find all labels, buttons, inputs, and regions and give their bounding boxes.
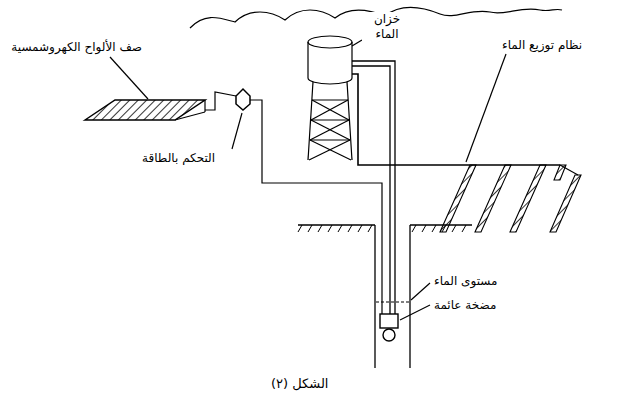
water-level-label: مستوى الماء xyxy=(432,274,499,289)
panel-array-label: صف الألواح الكهروشمسية xyxy=(9,40,144,55)
tank-label: خزان الماء xyxy=(362,12,412,42)
pump-label: مضخة عائمة xyxy=(432,298,498,313)
power-control-label: التحكم بالطاقة xyxy=(140,151,217,166)
figure-caption: الشكل (٢) xyxy=(269,376,330,392)
distribution-label: نظام توزيع الماء xyxy=(500,38,584,53)
